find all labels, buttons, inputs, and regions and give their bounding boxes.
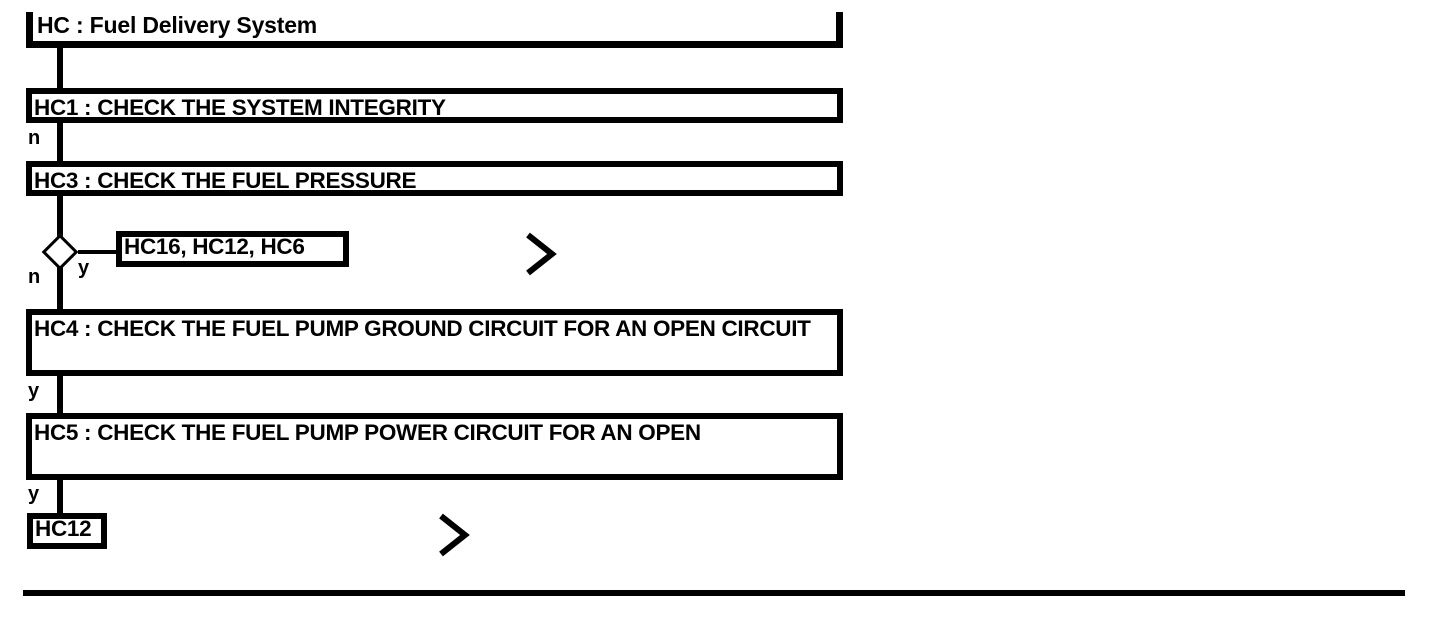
chevron-right-icon-2 (435, 511, 475, 559)
page-divider (23, 590, 1405, 596)
node-decision-1[interactable] (41, 233, 79, 271)
node-ref-hc12-label: HC12 (35, 516, 92, 541)
node-hc4[interactable]: HC4 : CHECK THE FUEL PUMP GROUND CIRCUIT… (26, 309, 843, 376)
node-ref-hc16-hc12-hc6[interactable]: HC16, HC12, HC6 (116, 231, 349, 267)
connector-title-to-hc1 (57, 48, 63, 88)
connector-hc1-to-hc3 (57, 122, 63, 162)
connector-decision-yes (78, 250, 118, 254)
edge-label-hc4-yes: y (28, 380, 40, 402)
edge-label-decision-no: n (28, 266, 41, 288)
node-hc3-label: HC3 : CHECK THE FUEL PRESSURE (34, 168, 417, 193)
flowchart-title-label: HC : Fuel Delivery System (37, 12, 318, 38)
edge-label-hc5-yes: y (28, 483, 40, 505)
connector-hc4-to-hc5 (57, 376, 63, 414)
connector-decision-no (57, 266, 63, 310)
node-ref-hc16-hc12-hc6-label: HC16, HC12, HC6 (124, 234, 305, 259)
connector-hc5-to-hc12 (57, 480, 63, 514)
chevron-right-icon (522, 230, 562, 278)
node-hc4-label: HC4 : CHECK THE FUEL PUMP GROUND CIRCUIT… (34, 316, 811, 341)
node-hc1-label: HC1 : CHECK THE SYSTEM INTEGRITY (34, 95, 446, 120)
node-hc1[interactable]: HC1 : CHECK THE SYSTEM INTEGRITY (26, 88, 843, 123)
node-hc5[interactable]: HC5 : CHECK THE FUEL PUMP POWER CIRCUIT … (26, 413, 843, 480)
node-hc3[interactable]: HC3 : CHECK THE FUEL PRESSURE (26, 161, 843, 196)
edge-label-decision-yes: y (78, 257, 90, 279)
connector-hc3-to-decision (57, 196, 63, 238)
flowchart-title-node[interactable]: HC : Fuel Delivery System (26, 12, 843, 48)
edge-label-hc1-no: n (28, 127, 41, 149)
node-ref-hc12[interactable]: HC12 (27, 513, 107, 549)
node-hc5-label: HC5 : CHECK THE FUEL PUMP POWER CIRCUIT … (34, 420, 701, 445)
